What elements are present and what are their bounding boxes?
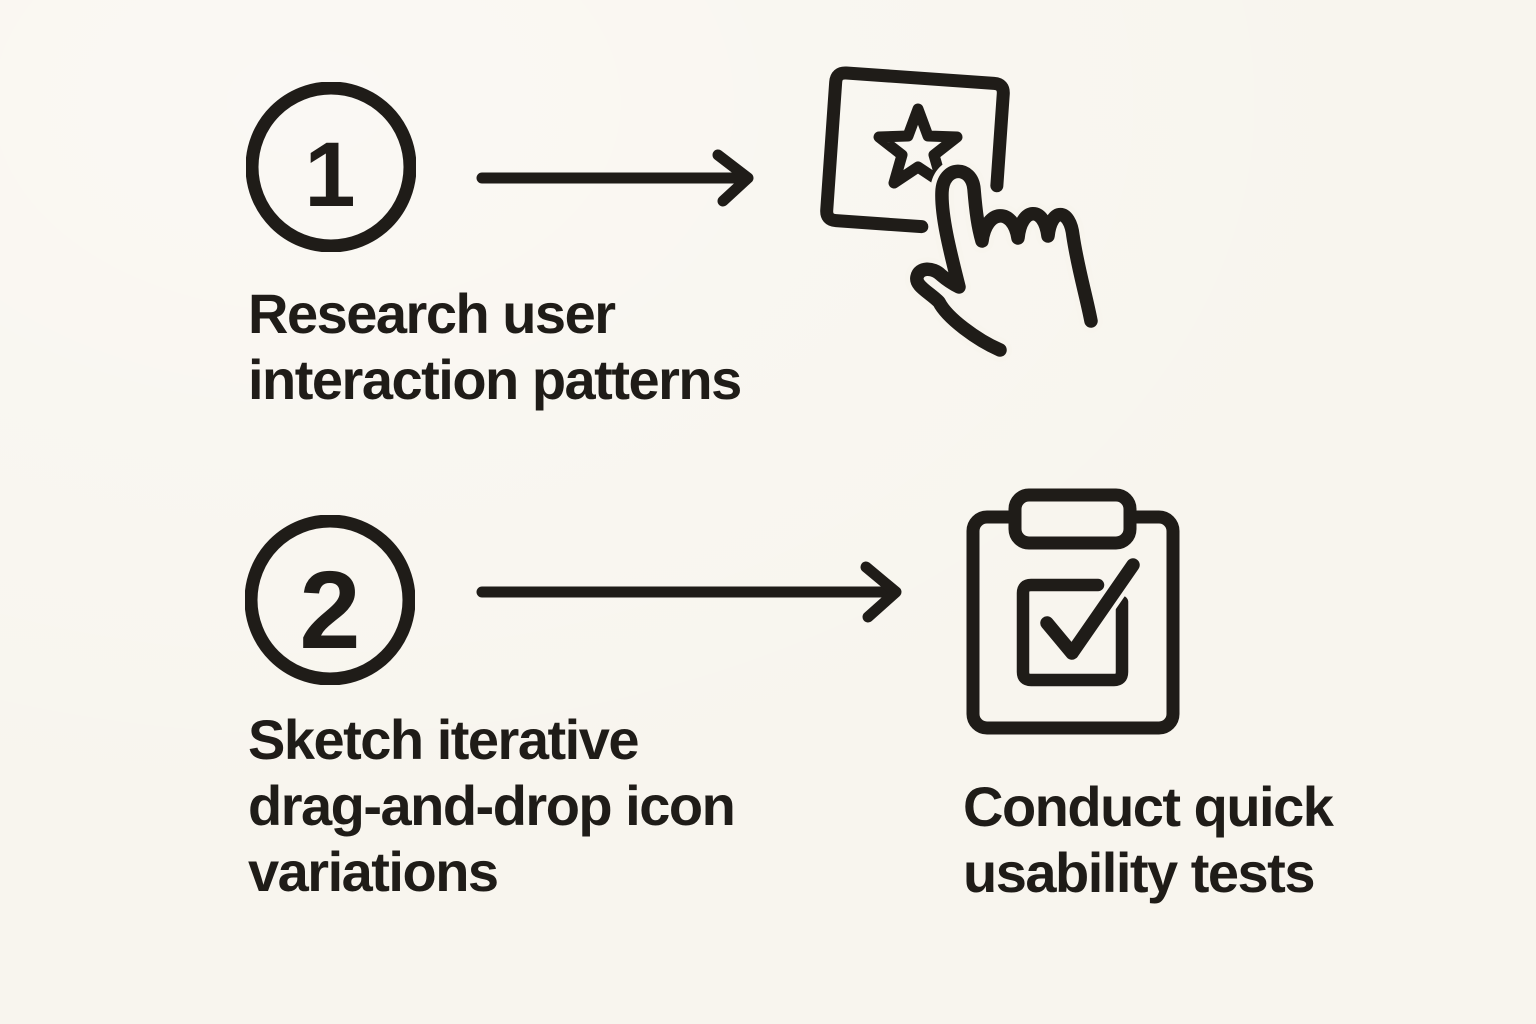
square-frame: [820, 66, 1010, 234]
step-1-label: Research user interaction patterns: [248, 281, 742, 413]
checkbox-square: [1016, 578, 1129, 687]
pointer-hand-icon: [910, 164, 1098, 357]
step-2-badge: 2: [245, 515, 415, 685]
step-2-circle: [245, 515, 415, 685]
check-mark-icon: [1040, 558, 1140, 660]
step-2-number: 2: [299, 549, 360, 672]
step-1-label-line: Research user: [248, 282, 616, 345]
arrow-right-icon: [476, 561, 902, 623]
step-1-circle: [246, 82, 416, 252]
step-1-label-line: interaction patterns: [248, 348, 742, 411]
star-icon: [873, 103, 963, 189]
clipboard-check-icon: [966, 488, 1180, 735]
star-tap-icon: [820, 66, 1103, 362]
clipboard-caption-line: usability tests: [963, 841, 1315, 904]
arrow-right-icon: [476, 149, 754, 207]
clipboard-clip: [1008, 488, 1137, 550]
step-1-badge: 1: [246, 82, 416, 252]
step-2-label: Sketch iterative drag-and-drop icon vari…: [248, 707, 736, 905]
step-2-label-line: Sketch iterative: [248, 708, 639, 771]
step-2-label-line: variations: [248, 840, 499, 903]
clipboard-caption: Conduct quick usability tests: [963, 774, 1334, 906]
step-1-number: 1: [304, 124, 355, 226]
clipboard-caption-line: Conduct quick: [963, 775, 1334, 838]
step-2-label-line: drag-and-drop icon: [248, 774, 736, 837]
